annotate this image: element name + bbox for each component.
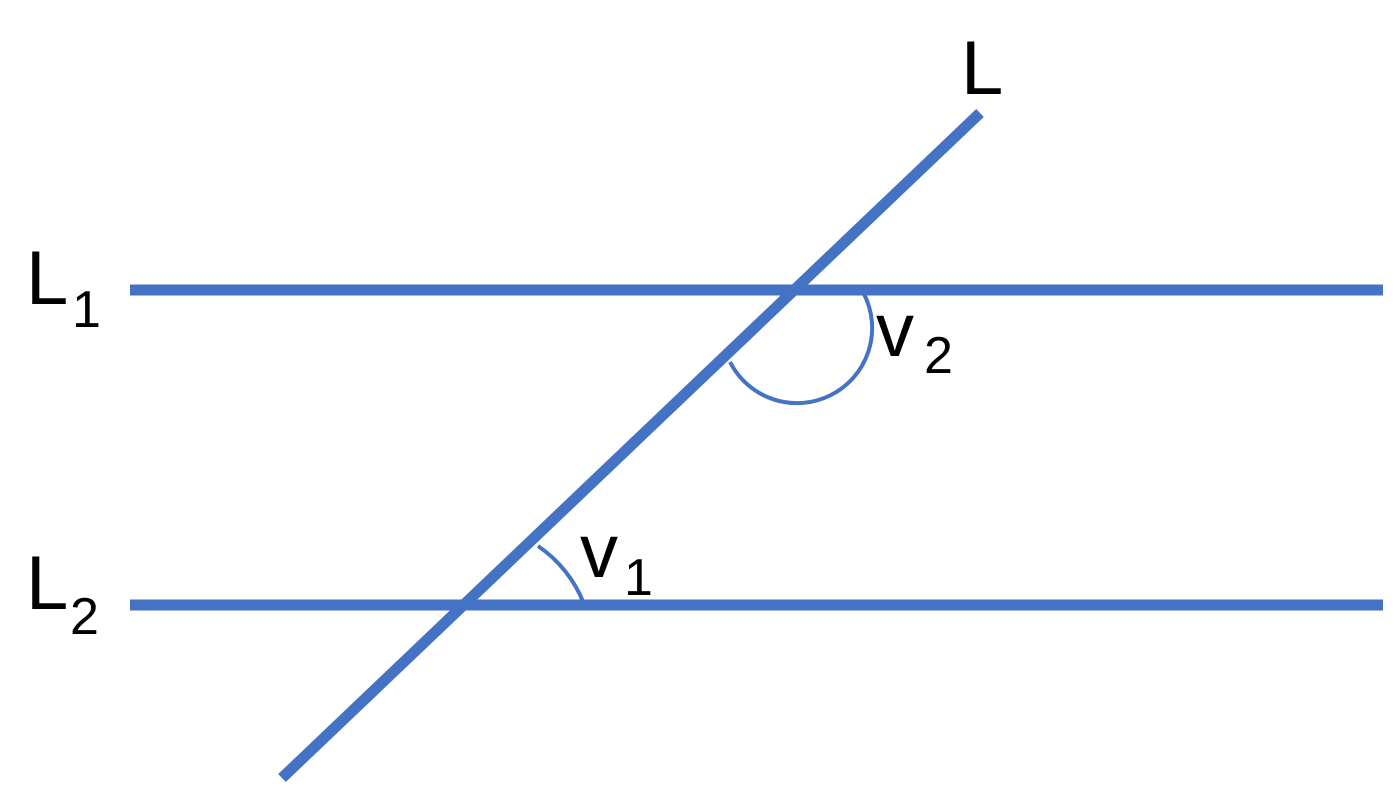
label-angle-v1-base: v	[580, 509, 618, 594]
angle-arc-v2	[728, 293, 875, 406]
label-line-l2-base: L	[26, 541, 68, 626]
transversal-line-l	[278, 109, 984, 782]
label-angle-v2-sub: 2	[924, 327, 953, 385]
label-line-l1-base: L	[26, 236, 68, 321]
label-angle-v2: v 2	[876, 288, 953, 385]
label-line-l1: L 1	[26, 236, 101, 339]
label-angle-v1: v 1	[580, 509, 653, 607]
label-transversal: L	[961, 26, 1003, 111]
label-line-l2-sub: 2	[70, 588, 99, 646]
label-line-l2: L 2	[26, 541, 99, 646]
label-angle-v2-base: v	[876, 288, 914, 373]
angle-arc-v1	[536, 544, 586, 605]
label-angle-v1-sub: 1	[624, 549, 653, 607]
label-line-l1-sub: 1	[72, 281, 101, 339]
